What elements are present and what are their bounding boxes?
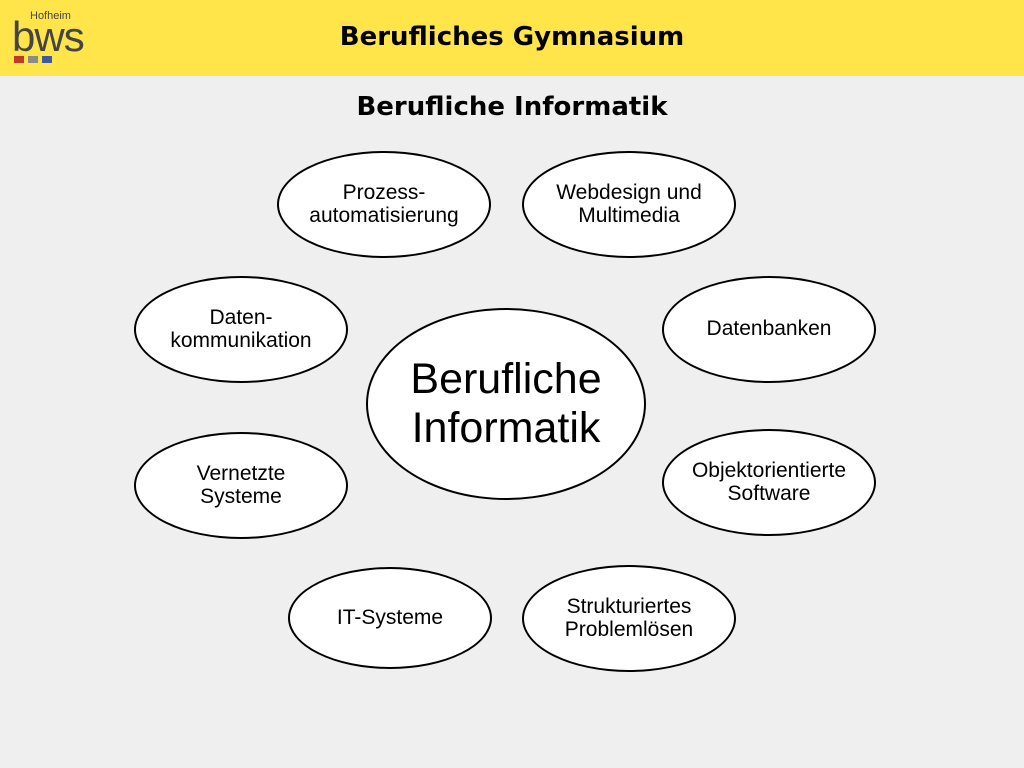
node-strukturiertes-problemloesen: Strukturiertes Problemlösen xyxy=(522,565,736,672)
header-bar: Hofheim bws Berufliches Gymnasium xyxy=(0,0,1024,76)
logo-text: bws xyxy=(12,13,85,60)
page-title: Berufliche Informatik xyxy=(356,92,668,122)
node-prozessautomatisierung: Prozess- automatisierung xyxy=(277,151,491,258)
logo-square-red xyxy=(14,56,24,63)
logo-location-text: Hofheim xyxy=(30,10,71,22)
logo-squares xyxy=(14,56,52,63)
node-datenbanken: Datenbanken xyxy=(662,276,876,383)
bws-logo: Hofheim bws xyxy=(10,8,102,70)
center-node: Berufliche Informatik xyxy=(366,308,646,500)
logo-square-gray xyxy=(28,56,38,63)
node-it-systeme: IT-Systeme xyxy=(288,567,492,669)
node-vernetzte-systeme: Vernetzte Systeme xyxy=(134,432,348,539)
node-datenkommunikation: Daten- kommunikation xyxy=(134,276,348,383)
header-title: Berufliches Gymnasium xyxy=(339,22,685,52)
node-webdesign-multimedia: Webdesign und Multimedia xyxy=(522,151,736,258)
node-objektorientierte-software: Objektorientierte Software xyxy=(662,429,876,536)
logo-square-blue xyxy=(42,56,52,63)
